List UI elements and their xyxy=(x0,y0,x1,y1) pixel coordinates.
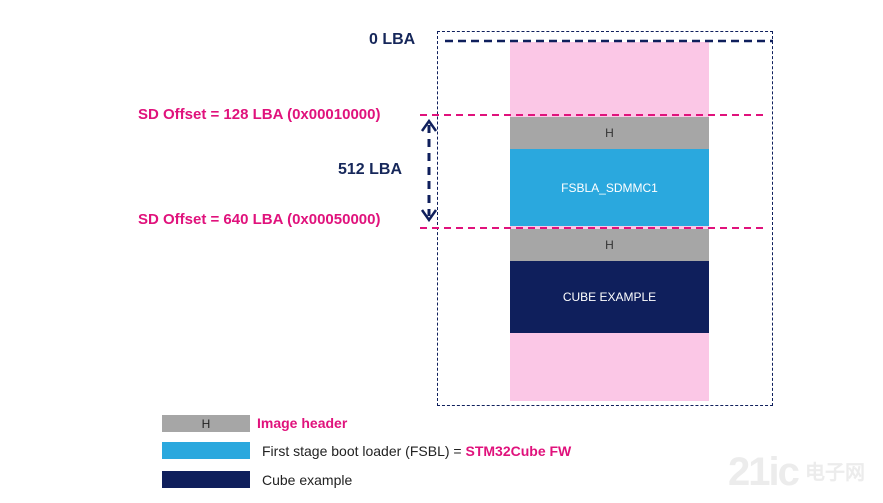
fsbla-block: FSBLA_SDMMC1 xyxy=(510,149,709,226)
legend-cube-label: Cube example xyxy=(262,472,353,488)
watermark-logo-text: 21ic xyxy=(728,450,800,494)
offset128-label: SD Offset = 128 LBA (0x00010000) xyxy=(138,106,381,123)
watermark-text: 电子网 xyxy=(805,462,865,484)
image-header-block-2-label: H xyxy=(605,238,614,252)
legend-header-label: Image header xyxy=(257,415,348,431)
image-header-block-2: H xyxy=(510,229,709,261)
memory-map-frame xyxy=(437,31,773,406)
fsbla-block-label: FSBLA_SDMMC1 xyxy=(561,180,658,195)
span-arrow-head-down xyxy=(420,209,438,223)
legend-cube-swatch xyxy=(162,471,250,488)
lba0-label: 0 LBA xyxy=(369,31,416,48)
image-header-block-1: H xyxy=(510,117,709,149)
span-label: 512 LBA xyxy=(338,161,403,178)
offset640-label: SD Offset = 640 LBA (0x00050000) xyxy=(138,211,381,228)
cube-example-block-label: CUBE EXAMPLE xyxy=(562,290,657,304)
span-arrow-head-up xyxy=(420,118,438,132)
legend-fsbl-swatch xyxy=(162,442,250,459)
watermark-logo: 21ic xyxy=(728,450,800,495)
legend-header-swatch: H xyxy=(162,415,250,432)
legend-fsbl-label: First stage boot loader (FSBL) = xyxy=(262,443,466,459)
image-header-block-1-label: H xyxy=(605,126,614,140)
legend-fsbl-highlight: STM32Cube FW xyxy=(465,443,572,459)
legend-fsbl-text: First stage boot loader (FSBL) = STM32Cu… xyxy=(262,443,571,459)
legend-header-swatch-label: H xyxy=(201,416,211,431)
cube-example-block: CUBE EXAMPLE xyxy=(510,261,709,333)
